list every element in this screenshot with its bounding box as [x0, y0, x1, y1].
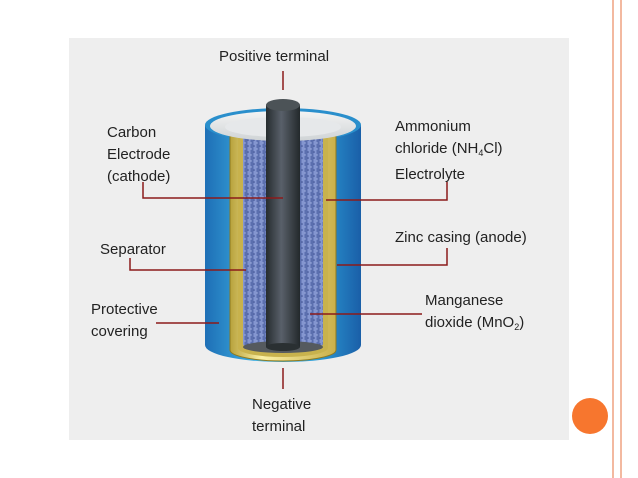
carbon-rod	[266, 105, 300, 347]
label-protective-covering: Protective covering	[91, 301, 158, 340]
label-negative-terminal: Negative terminal	[252, 396, 312, 435]
slide-border-left	[612, 0, 614, 478]
label-zinc-casing: Zinc casing (anode)	[395, 229, 527, 246]
leader-separator	[129, 258, 246, 271]
leader-zinc	[337, 248, 448, 266]
slide-border-right	[620, 0, 622, 478]
leader-ammonium	[326, 182, 448, 201]
label-separator: Separator	[100, 241, 166, 258]
carbon-rod-bottom	[266, 343, 300, 351]
leader-carbon	[142, 182, 283, 199]
label-ammonium-chloride: Ammonium chloride (NH4Cl) Electrolyte	[395, 118, 503, 183]
label-manganese-dioxide: Manganese dioxide (MnO2)	[425, 292, 525, 332]
label-positive-terminal: Positive terminal	[219, 48, 330, 65]
orange-circle-button[interactable]	[572, 398, 608, 434]
carbon-rod-top	[266, 99, 300, 111]
label-carbon-electrode: Carbon Electrode (cathode)	[107, 124, 171, 185]
